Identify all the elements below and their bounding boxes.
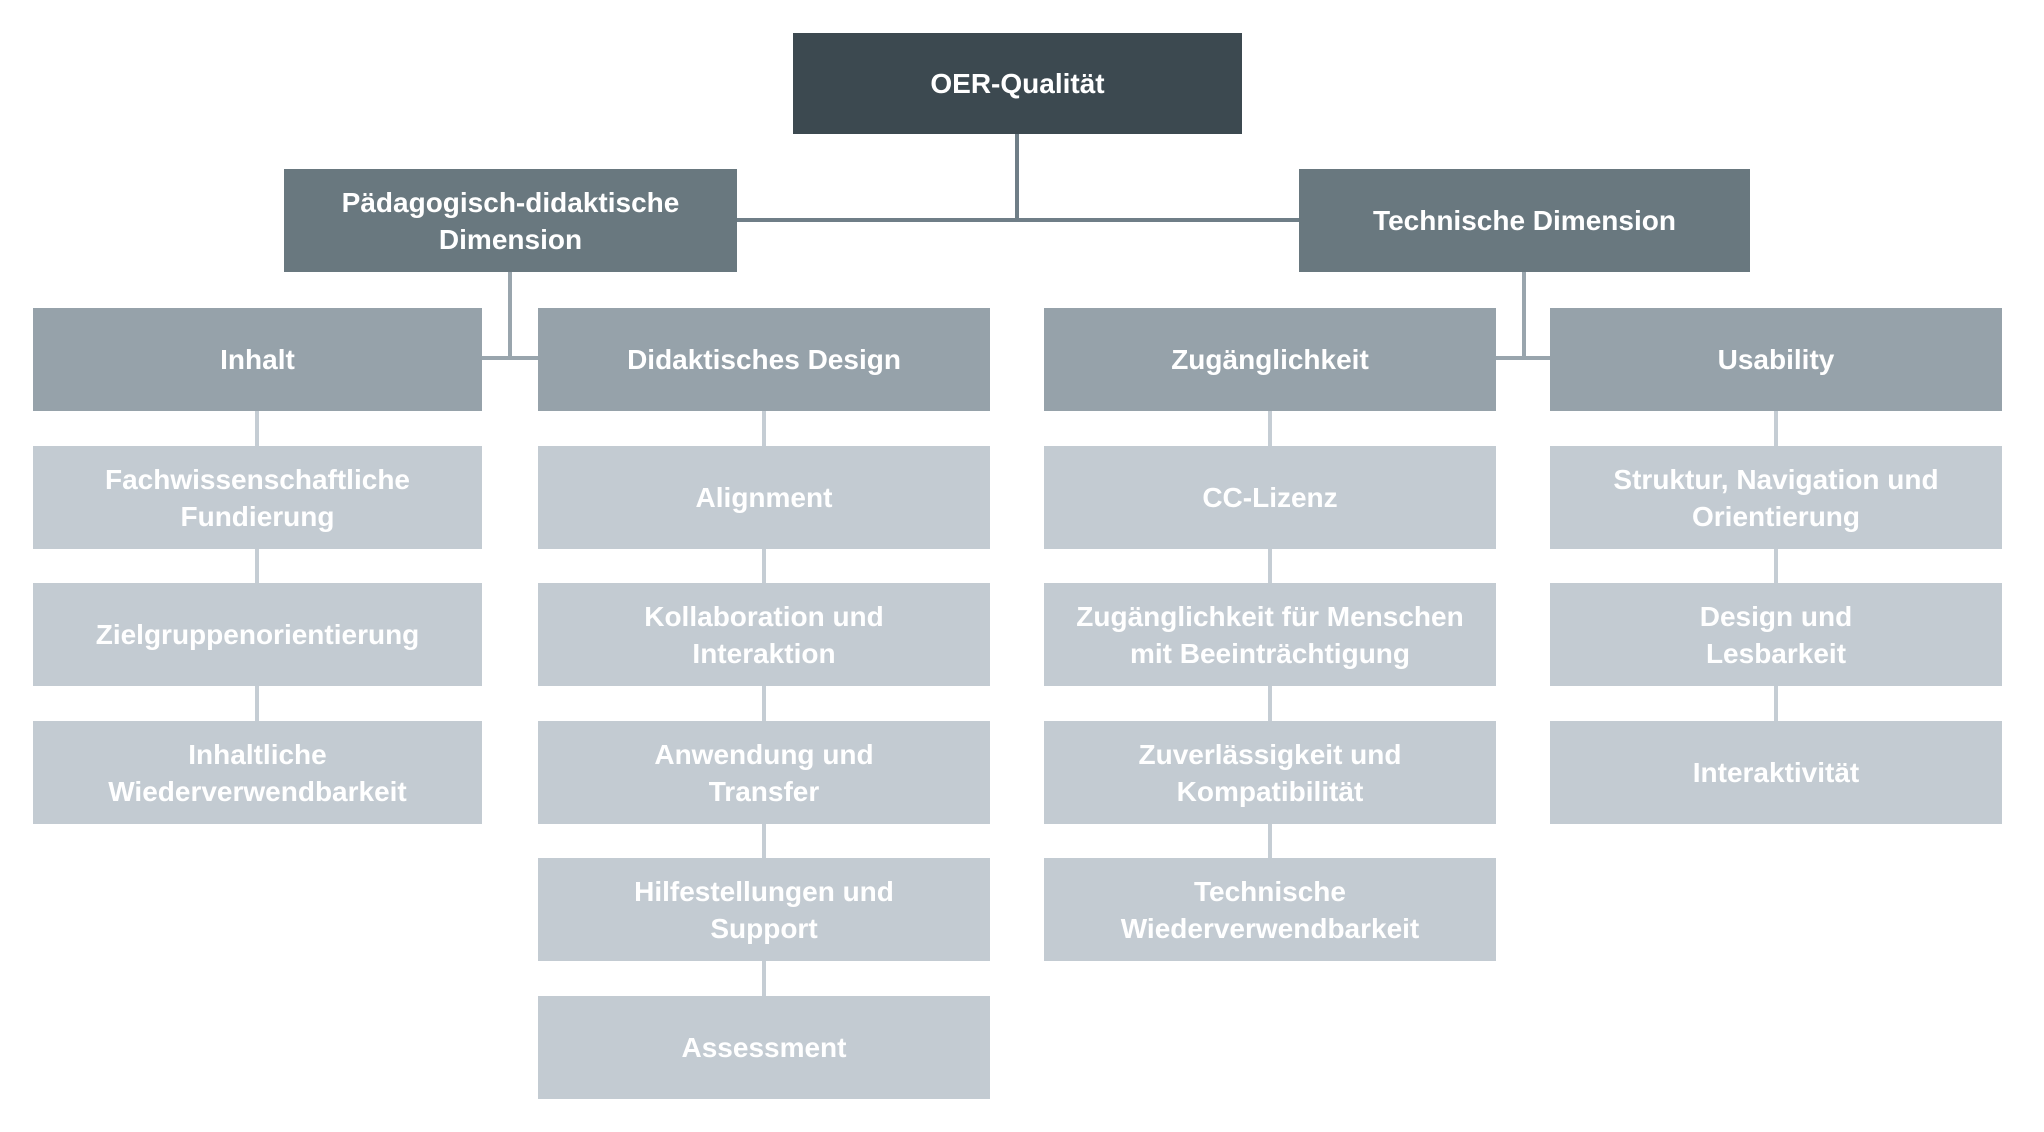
connector-col2-seg1 [762,411,766,446]
node-inhalt: Inhalt [33,308,482,411]
node-usability: Usability [1550,308,2002,411]
node-zugaenglichkeit: Zugänglichkeit [1044,308,1496,411]
node-struktur-navigation-orientierung: Struktur, Navigation und Orientierung [1550,446,2002,549]
node-inhaltliche-wiederverwendbarkeit: Inhaltliche Wiederverwendbarkeit [33,721,482,824]
connector-col3-seg3 [1268,686,1272,721]
node-fachwissenschaftliche-fundierung: Fachwissenschaftliche Fundierung [33,446,482,549]
node-kollaboration-und-interaktion: Kollaboration und Interaktion [538,583,990,686]
connector-col3-seg2 [1268,549,1272,583]
connector-root-vertical [1015,134,1019,222]
node-interaktivitaet: Interaktivität [1550,721,2002,824]
node-hilfestellungen-und-support: Hilfestellungen und Support [538,858,990,961]
node-anwendung-und-transfer: Anwendung und Transfer [538,721,990,824]
connector-col2-seg4 [762,824,766,858]
node-design-und-lesbarkeit: Design und Lesbarkeit [1550,583,2002,686]
connector-dimension1-vertical [508,272,512,360]
connector-dimension1-horizontal [482,356,538,360]
node-zugaenglichkeit-fuer-menschen: Zugänglichkeit für Menschen mit Beeinträ… [1044,583,1496,686]
node-technische-dimension: Technische Dimension [1299,169,1750,272]
connector-col2-seg3 [762,686,766,721]
connector-col4-seg1 [1774,411,1778,446]
connector-dimension2-horizontal [1496,356,1550,360]
node-zuverlaessigkeit-und-kompatibilitaet: Zuverlässigkeit und Kompatibilität [1044,721,1496,824]
node-alignment: Alignment [538,446,990,549]
connector-col3-seg4 [1268,824,1272,858]
node-cc-lizenz: CC-Lizenz [1044,446,1496,549]
connector-col1-seg3 [255,686,259,721]
connector-dimension2-vertical [1522,272,1526,360]
node-zielgruppenorientierung: Zielgruppenorientierung [33,583,482,686]
node-oer-qualitaet: OER-Qualität [793,33,1242,134]
connector-col1-seg2 [255,549,259,583]
connector-col3-seg1 [1268,411,1272,446]
node-paedagogisch-didaktische-dimension: Pädagogisch-didaktische Dimension [284,169,737,272]
connector-col4-seg2 [1774,549,1778,583]
node-assessment: Assessment [538,996,990,1099]
node-technische-wiederverwendbarkeit: Technische Wiederverwendbarkeit [1044,858,1496,961]
connector-col2-seg5 [762,961,766,996]
connector-col2-seg2 [762,549,766,583]
node-didaktisches-design: Didaktisches Design [538,308,990,411]
connector-col1-seg1 [255,411,259,446]
connector-col4-seg3 [1774,686,1778,721]
connector-root-horizontal [737,218,1299,222]
